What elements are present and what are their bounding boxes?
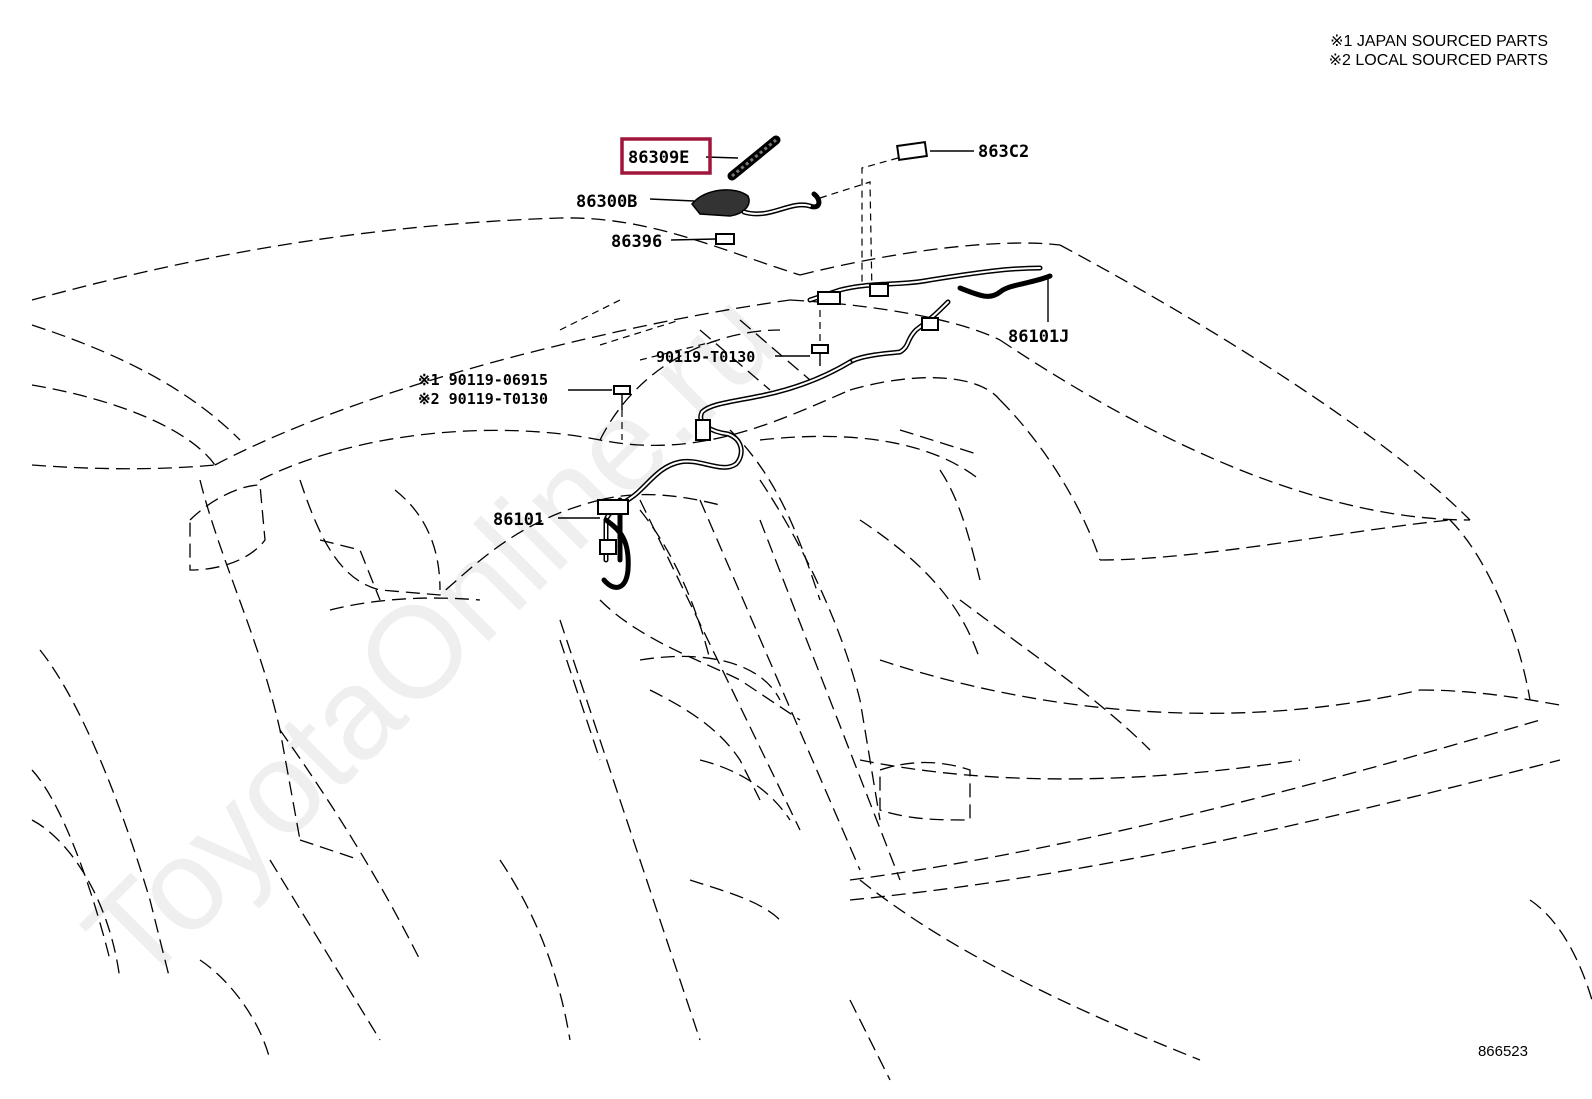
label-connector[interactable]: 863C2 xyxy=(978,142,1029,162)
antenna-rod xyxy=(727,135,781,181)
antenna-connector xyxy=(896,140,928,162)
label-antenna-pad[interactable]: 86396 xyxy=(611,232,662,252)
label-screw-note1[interactable]: ※1 90119-06915 xyxy=(418,371,548,389)
part-labels: 86309E 86300B 86396 863C2 86101J 90119-T… xyxy=(418,137,1069,530)
label-cord-upper[interactable]: 86101J xyxy=(1008,327,1069,347)
screw-upper xyxy=(811,310,829,366)
label-cord-main[interactable]: 86101 xyxy=(493,510,544,530)
label-screw-note2[interactable]: ※2 90119-T0130 xyxy=(418,390,548,408)
screw-lower xyxy=(613,385,631,440)
label-antenna-rod[interactable]: 86309E xyxy=(628,148,689,168)
antenna-cord-upper xyxy=(807,265,1053,365)
vehicle-outline xyxy=(31,217,1592,1081)
note-japan-sourced: ※1 JAPAN SOURCED PARTS xyxy=(1330,33,1548,50)
antenna-cord-main xyxy=(597,359,853,590)
note-local-sourced: ※2 LOCAL SOURCED PARTS xyxy=(1329,52,1548,69)
label-antenna-base[interactable]: 86300B xyxy=(576,192,637,212)
diagram-code: 866523 xyxy=(1478,1043,1528,1060)
antenna-assembly xyxy=(691,135,928,296)
antenna-base xyxy=(691,189,750,217)
antenna-pad xyxy=(715,233,735,245)
highlight-box xyxy=(620,137,712,175)
label-screw-upper[interactable]: 90119-T0130 xyxy=(656,348,755,366)
